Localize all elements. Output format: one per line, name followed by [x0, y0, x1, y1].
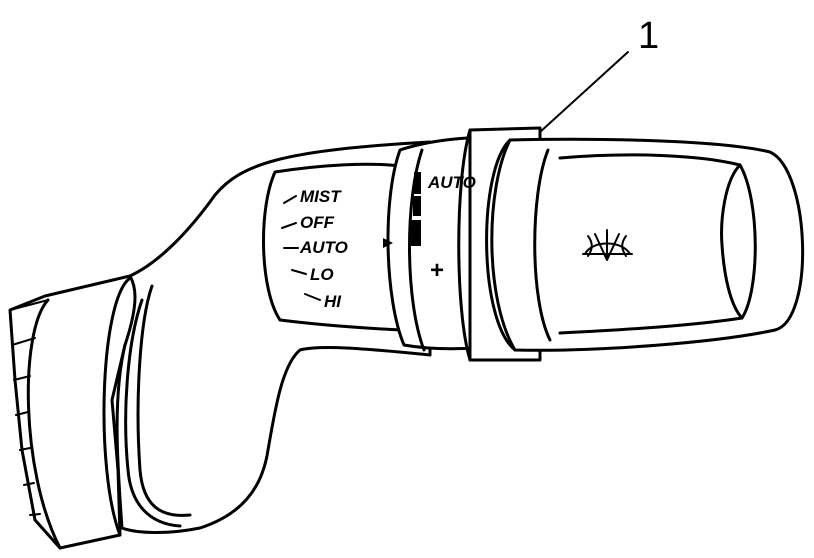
- sensitivity-label-auto: AUTO: [427, 173, 476, 192]
- sensitivity-plus-symbol: +: [430, 257, 444, 284]
- position-label-lo: LO: [310, 265, 334, 284]
- sensitivity-bar-mid: [413, 196, 421, 216]
- sensitivity-bar-high: [414, 172, 421, 194]
- callout-number: 1: [638, 15, 659, 57]
- position-labels: MIST OFF AUTO LO HI: [281, 187, 348, 311]
- washer-end-cap[interactable]: [485, 137, 804, 352]
- position-pointer-icon: [383, 238, 393, 248]
- position-label-auto: AUTO: [299, 238, 348, 257]
- sensitivity-bar-low: [411, 220, 421, 246]
- position-label-hi: HI: [324, 292, 342, 311]
- callout-1: 1: [539, 15, 659, 133]
- stalk-mount-base: [8, 274, 157, 550]
- position-label-mist: MIST: [300, 187, 342, 206]
- windshield-washer-icon: [582, 229, 633, 261]
- position-label-off: OFF: [300, 213, 335, 232]
